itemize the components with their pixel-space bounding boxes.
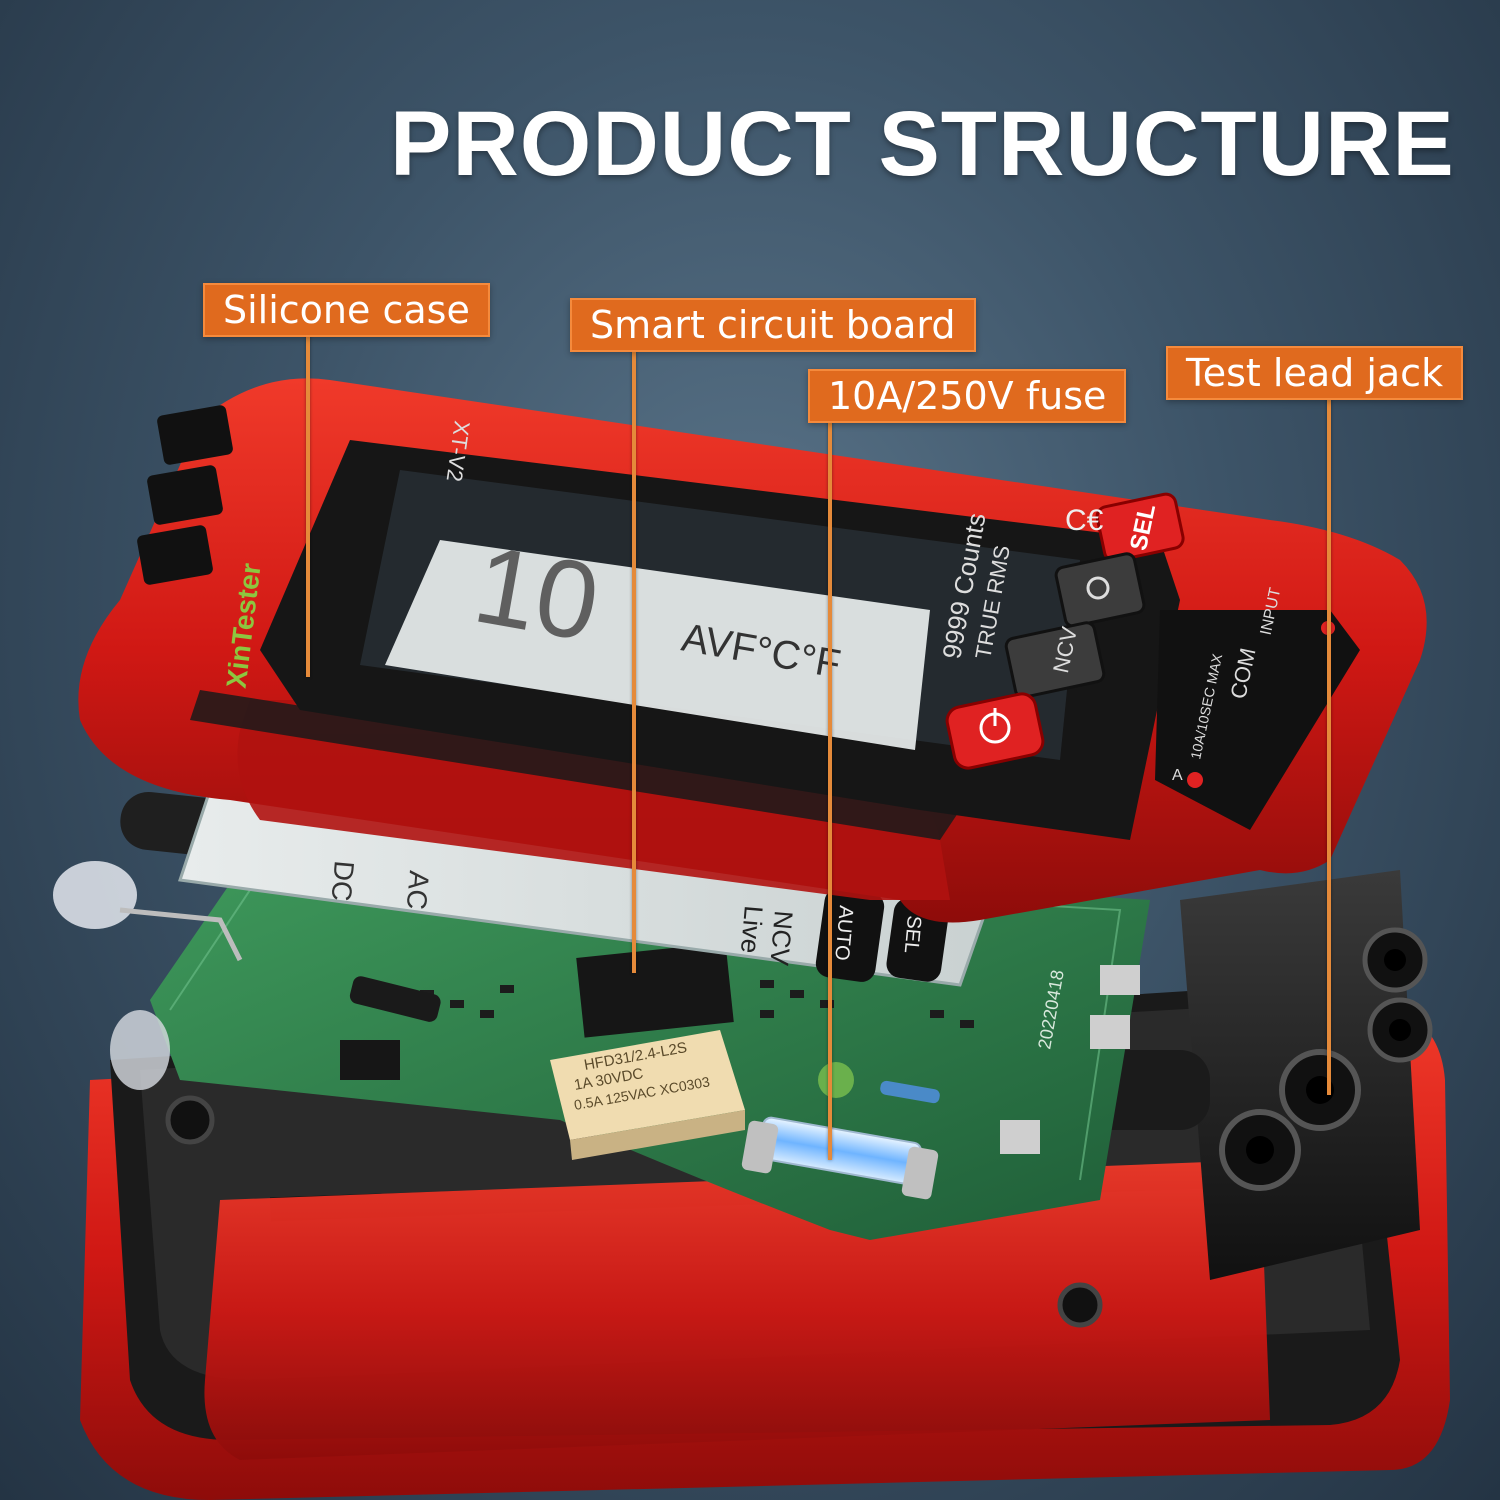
sel-button[interactable]: SEL [1095, 492, 1185, 563]
lcd-big-digits: 10 [466, 523, 608, 665]
leader-line-jack [1327, 395, 1331, 1095]
ic-chip [340, 1040, 400, 1080]
lcd-ac-label: AC [401, 869, 435, 910]
microcontroller-chip [576, 942, 734, 1038]
jack-label-panel: INPUT COM 10A/10SEC MAX A [1155, 586, 1360, 830]
ce-mark: C€ [1065, 504, 1104, 537]
callout-test-lead-jack: Test lead jack [1166, 346, 1464, 400]
callout-circuit-board: Smart circuit board [570, 298, 976, 352]
lcd-live-label: Live [735, 904, 769, 954]
lcd-module: DC AC Live NCV AUTO SEL [178, 788, 1003, 987]
lcd-sel-label: SEL [900, 915, 925, 955]
glass-fuse [741, 1062, 940, 1200]
leader-line-silicone-case [306, 332, 310, 677]
backlight-icon [1086, 576, 1110, 600]
pad-1 [1100, 965, 1140, 995]
silicone-case: 10 AVF°C°F XT-V2 XinTester [78, 378, 1427, 923]
backlight-hold-button[interactable] [1054, 552, 1146, 628]
callout-fuse: 10A/250V fuse [808, 369, 1127, 423]
pad-2 [1090, 1015, 1130, 1049]
leader-line-circuit-board [632, 345, 636, 973]
callout-silicone-case: Silicone case [203, 283, 490, 337]
lcd-dc-label: DC [325, 859, 359, 902]
jack-a-label: A [1172, 767, 1183, 784]
ncv-button[interactable]: NCV [1004, 621, 1106, 699]
lcd-auto-label: AUTO [830, 905, 857, 962]
led-light [53, 861, 243, 1090]
leader-line-fuse [828, 418, 832, 1160]
power-button[interactable] [945, 691, 1046, 770]
side-buttons [137, 405, 233, 585]
page-title: PRODUCT STRUCTURE [390, 93, 1455, 195]
black-capacitor [349, 976, 441, 1022]
jack-block [1050, 870, 1433, 1280]
relay: HFD31/2.4-L2S 1A 30VDC 0.5A 125VAC XC030… [550, 1030, 745, 1160]
lcd-ncv-label: NCV [764, 909, 799, 967]
pad-3 [1000, 1120, 1040, 1154]
